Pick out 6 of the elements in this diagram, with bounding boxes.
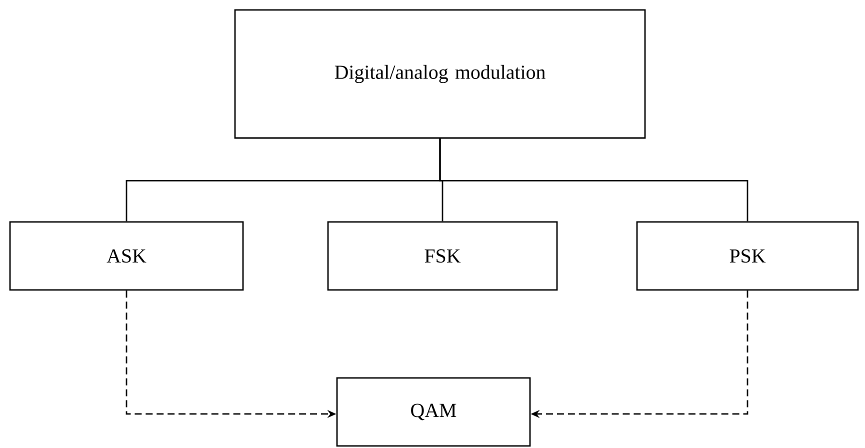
process-box: QAM [336, 377, 531, 447]
process-box: FSK [327, 221, 558, 291]
process-box: ASK [9, 221, 244, 291]
process-box: Digital/analog modulation [234, 9, 646, 139]
process-box: PSK [636, 221, 859, 291]
connector-line [439, 138, 748, 222]
